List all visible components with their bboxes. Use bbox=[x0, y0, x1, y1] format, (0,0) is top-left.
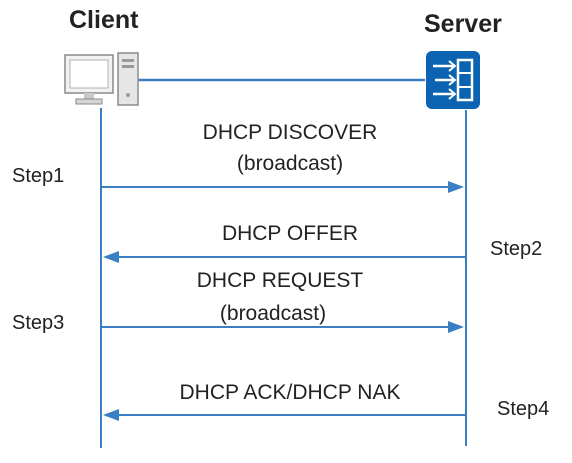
step1-label: Step1 bbox=[12, 165, 65, 187]
step2-label: Step2 bbox=[490, 238, 543, 260]
step3-label: Step3 bbox=[12, 312, 65, 334]
step1-arrow bbox=[101, 181, 464, 193]
step3-arrow bbox=[101, 321, 464, 333]
computer-icon bbox=[64, 52, 139, 106]
step2-message: DHCP OFFER bbox=[221, 222, 359, 245]
step1-note: (broadcast) bbox=[236, 152, 344, 175]
step4-arrow bbox=[103, 409, 466, 421]
step4-message: DHCP ACK/DHCP NAK bbox=[179, 381, 401, 404]
step3-message: DHCP REQUEST bbox=[196, 269, 364, 292]
client-title: Client bbox=[69, 6, 139, 34]
server-title: Server bbox=[424, 10, 502, 38]
step3-note: (broadcast) bbox=[219, 302, 327, 325]
step4-label: Step4 bbox=[497, 398, 550, 420]
step1-message: DHCP DISCOVER bbox=[202, 121, 378, 144]
server-icon bbox=[426, 51, 480, 109]
step2-arrow bbox=[103, 251, 466, 263]
